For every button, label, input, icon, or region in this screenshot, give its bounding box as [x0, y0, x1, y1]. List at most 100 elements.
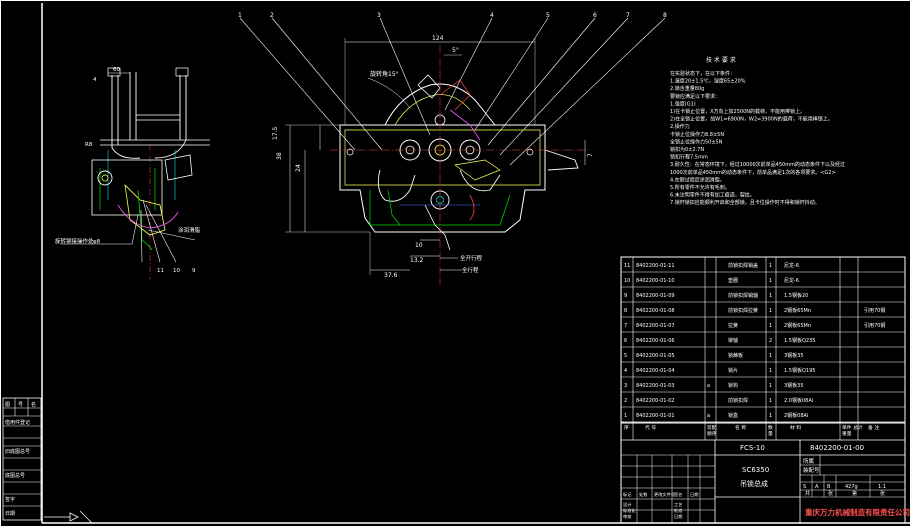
bom-cell: 5	[624, 353, 627, 359]
tech-req-line: 在实验状态下，在以下条件：	[670, 70, 735, 77]
tb-sign-label: 批准	[674, 507, 682, 514]
corner-marks	[44, 510, 93, 524]
bom-cell: 1	[624, 413, 627, 419]
title-weight: 427g	[845, 484, 858, 490]
balloon-labels: 1 2 3 4 5 6 7 8	[238, 12, 667, 19]
tech-req-line: 5.所有零件不允许有毛刺。	[670, 184, 730, 191]
tb-sign-label: 日期	[674, 514, 682, 520]
bom-cell: 垫圈	[728, 277, 738, 284]
left-callout-9: 9	[192, 268, 196, 274]
bom-cell: 锁盒	[728, 412, 738, 419]
left-label-rivet: 旋转铆接操作处	[55, 237, 94, 245]
bom-cell: 11	[624, 263, 630, 269]
tech-req-line: 锁扣为0±2.7N	[670, 146, 704, 153]
tb-sign-label: 标准化	[623, 507, 636, 514]
tech-req-line: 要锁应满足以下要求：	[670, 93, 720, 100]
tech-req-line: 2)在全锁止位置，加W1=6900N，W2=3900N的载荷，不能用棒锁上。	[670, 116, 833, 123]
bom-cell: 6	[624, 338, 627, 344]
bom-cell: 引用70钢	[864, 307, 885, 314]
left-label-phi8: φ8	[93, 239, 101, 245]
bom-cell: 4	[624, 368, 627, 374]
bom-cell: 1	[769, 293, 772, 299]
sheet-unit2: 张	[880, 490, 885, 497]
bom-cell: 8402200-01-02	[636, 398, 675, 404]
title-model: FCS-10	[740, 444, 765, 452]
left-dim-4: 4	[93, 77, 97, 83]
bom-cell: 锁棘板	[728, 352, 743, 359]
bom-cell: 1	[769, 308, 772, 314]
tb-left-label: 更改文件号	[654, 491, 675, 498]
tb-left-label: 处数	[639, 491, 648, 498]
bom-cell: 锁片	[728, 367, 738, 374]
bom-header-cell: 数	[768, 424, 773, 431]
tech-req-title: 技 术 要 求	[706, 56, 736, 64]
bom-cell: 1	[769, 398, 772, 404]
title-company: 重庆万力机械制造有限责任公司	[805, 507, 910, 517]
bom-cell: 拉簧	[728, 322, 738, 329]
bom-cell: 前锁扣焊销轴	[728, 292, 758, 299]
bom-cell: 9	[624, 293, 627, 299]
balloon-4: 4	[490, 12, 494, 19]
bom-cell: 1	[769, 383, 772, 389]
side-stamp: 图 号 名 借用件登记 旧底图总号 底图总号 签字 日期	[2, 397, 42, 521]
tech-req-line: 锁扣行程7.5mm	[670, 154, 708, 161]
stamp-small-1: 号	[18, 402, 23, 408]
bom-cell: 8402200-01-05	[636, 353, 675, 359]
tech-req-line: 6.未注明零件不得有加工痕迹，裂纹。	[670, 192, 755, 199]
stamp-label-3: 签字	[5, 496, 15, 503]
bom-cell: 1	[769, 263, 772, 269]
bom-cell: a	[707, 413, 710, 419]
balloon-7: 7	[626, 12, 630, 19]
dim-left-38: 38	[276, 152, 283, 160]
bom-cell: 1	[769, 278, 772, 284]
bom-header-cell: 材 料	[790, 424, 801, 431]
bom-cell: 前锁扣焊	[728, 397, 748, 404]
left-dim-60: 60	[113, 67, 120, 73]
bom-header-cell: 备 注	[868, 424, 879, 431]
balloon-6: 6	[593, 12, 597, 19]
title-scale: 1:1	[878, 484, 886, 490]
bom-cell: 8402200-01-08	[636, 308, 675, 314]
tb-sign-label: 审核	[623, 513, 632, 520]
dim-angle-rot: 旋转角15°	[370, 70, 399, 78]
bom-cell: 8402200-01-09	[636, 293, 675, 299]
bom-cell: 8402200-01-01	[636, 413, 675, 419]
bom-cell: 8402200-01-04	[636, 368, 675, 374]
bom-header-cell: 顺序	[707, 430, 717, 437]
bom-cell: 10	[624, 278, 630, 284]
tech-req-line: 4.在耐试验后涂润滑脂。	[670, 176, 725, 183]
bom-cell: 尼龙-6	[784, 262, 799, 269]
bom-cell: 锁钩	[728, 382, 738, 389]
bom-cell: 8402200-01-10	[636, 278, 675, 284]
bom-cell: 2钢板65Mn	[784, 307, 811, 314]
bom-cell: 3钢板35	[784, 382, 804, 389]
sheet-unit1: 张	[828, 490, 833, 497]
tb-sign-label: 工艺	[674, 502, 682, 507]
title-right-label-1: 装配号	[803, 466, 820, 474]
tech-req-line: 卡锁止位操作力8.8±5N	[670, 131, 724, 138]
note-full-stroke: 全行程	[462, 266, 479, 274]
bom-cell: 1.5钢板20	[784, 292, 808, 299]
left-label-grease: 涂润滑脂	[178, 226, 201, 234]
dim-left-24: 24	[295, 164, 302, 172]
tech-req-line: 2.锁舌重量80g	[670, 85, 704, 92]
bom-cell: 8	[624, 308, 627, 314]
stage-b: B	[827, 484, 831, 490]
bom-cell: 3	[624, 383, 627, 389]
bom-cell: a	[707, 383, 710, 389]
bom-header-cell: 单件 总计	[842, 424, 863, 431]
note-full-open: 全开行程	[460, 254, 483, 262]
stage-a: A	[815, 484, 819, 490]
stamp-label-1: 旧底图总号	[5, 448, 30, 455]
stamp-small-0: 图	[5, 402, 10, 408]
bom-cell: 2	[769, 338, 772, 344]
stamp-label-4: 日期	[5, 511, 15, 517]
bom-cell: 2钢板65Mn	[784, 322, 811, 329]
bom-header-cell: 名 称	[735, 424, 746, 431]
sheet-total: 共	[805, 490, 810, 497]
stamp-label-2: 底图总号	[5, 472, 25, 479]
left-view: 60 4 R8 旋转铆接操作处 φ8 涂润滑脂 11 10 9	[55, 67, 210, 280]
